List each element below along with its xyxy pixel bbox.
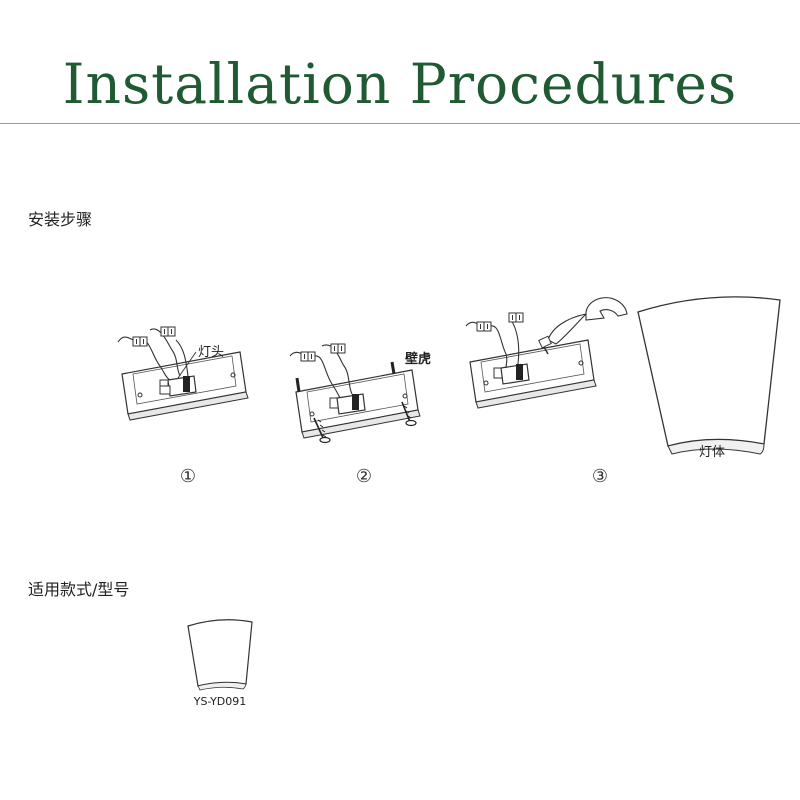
lamp-holder	[159, 375, 197, 397]
lamp-shade: 灯体	[637, 296, 781, 460]
wires	[117, 328, 189, 381]
wall-anchor-callout: 壁虎	[405, 351, 431, 367]
wire-connector	[132, 336, 148, 347]
wire-connector	[508, 312, 524, 323]
model-code: YS-YD091	[193, 695, 247, 708]
steps-heading: 安装步骤	[28, 210, 93, 229]
header-divider	[0, 123, 800, 124]
wire-connector	[160, 326, 176, 337]
models-heading: 适用款式/型号	[28, 580, 130, 599]
step-number-1: ①	[180, 466, 196, 487]
page-title: Installation Procedures	[62, 52, 738, 116]
callout-leader	[177, 351, 197, 379]
lamp-holder-callout: 灯头	[198, 345, 224, 360]
lamp-holder	[336, 393, 366, 415]
wire-connector	[476, 321, 492, 332]
step-1-illustration: 灯头	[117, 326, 249, 421]
wire-connector	[300, 351, 316, 362]
lamp-holder	[500, 363, 530, 385]
step-number-3: ③	[592, 466, 608, 487]
wall-anchor	[295, 361, 396, 393]
step-3-illustration	[465, 297, 628, 409]
wire-connector	[330, 343, 346, 354]
lamp-body-label: 灯体	[699, 445, 725, 460]
step-number-2: ②	[356, 466, 372, 487]
model-thumbnail	[187, 619, 253, 691]
screw	[313, 417, 331, 444]
screw	[401, 401, 417, 427]
step-2-illustration: 壁虎	[289, 343, 431, 444]
rotate-arrow-icon	[585, 297, 628, 321]
mounting-plate	[469, 339, 597, 409]
